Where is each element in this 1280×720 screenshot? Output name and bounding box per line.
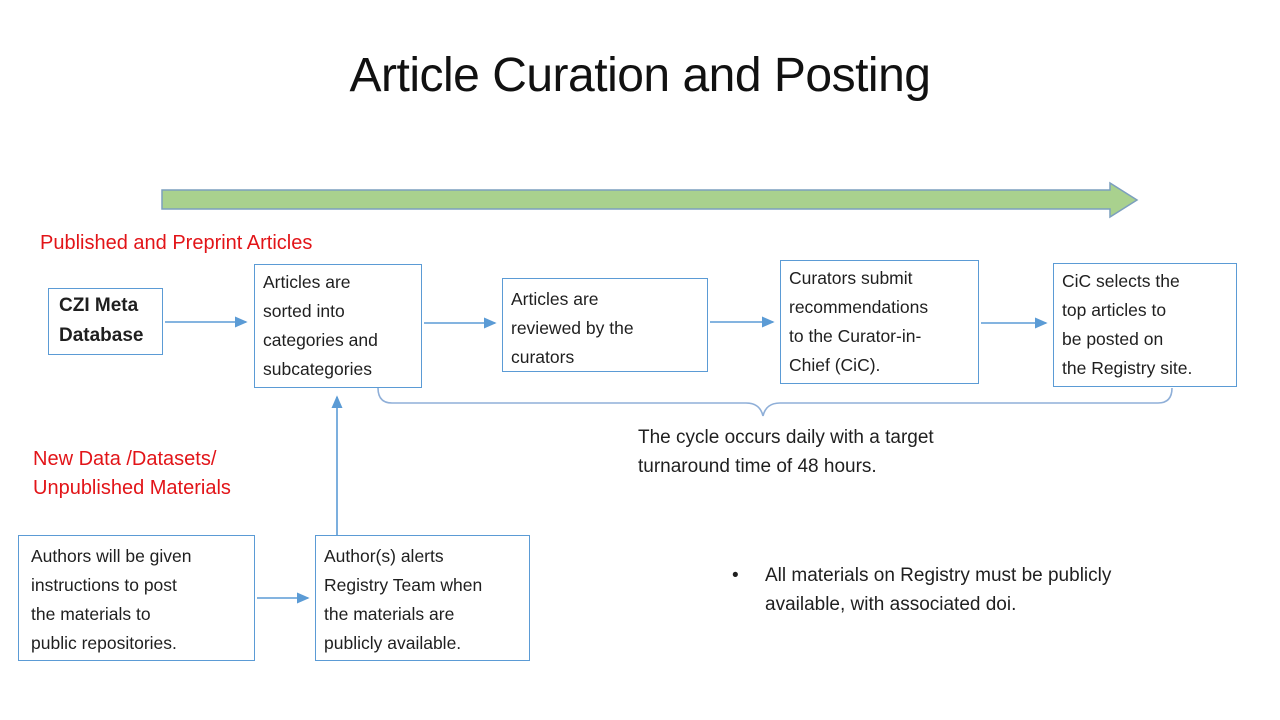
label-new-data-unpublished: New Data /Datasets/ Unpublished Material… bbox=[33, 448, 231, 499]
box-curators-submit: Curators submit recommendations to the C… bbox=[780, 260, 979, 384]
cycle-note: The cycle occurs daily with a target tur… bbox=[638, 427, 934, 477]
cycle-brace bbox=[377, 387, 1173, 417]
box-czi-meta-database: CZI Meta Database bbox=[48, 288, 163, 355]
box-cic-selects: CiC selects the top articles to be poste… bbox=[1053, 263, 1237, 387]
box-authors-instructions: Authors will be given instructions to po… bbox=[18, 535, 255, 661]
page-title: Article Curation and Posting bbox=[349, 49, 931, 102]
bullet-note-row: • All materials on Registry must be publ… bbox=[732, 561, 1111, 619]
box-articles-reviewed: Articles are reviewed by the curators bbox=[502, 278, 708, 372]
timeline-arrow bbox=[161, 181, 1139, 219]
bullet-note-text: All materials on Registry must be public… bbox=[765, 565, 1112, 615]
label-published-preprint-articles: Published and Preprint Articles bbox=[40, 232, 313, 254]
box-articles-sorted: Articles are sorted into categories and … bbox=[254, 264, 422, 388]
bullet-icon: • bbox=[732, 565, 739, 586]
box-authors-alert: Author(s) alerts Registry Team when the … bbox=[315, 535, 530, 661]
